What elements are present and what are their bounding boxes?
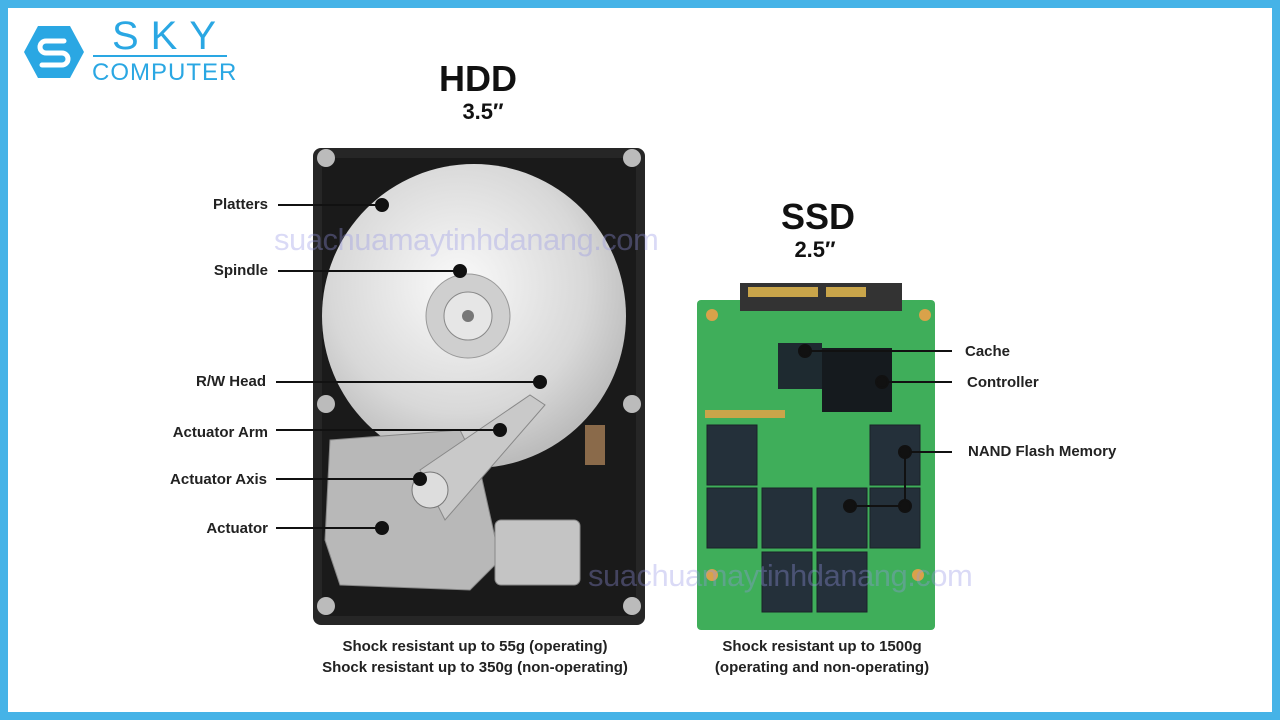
hdd-caption: Shock resistant up to 55g (operating) Sh… <box>275 636 675 678</box>
hdd-size: 3.5″ <box>462 99 504 124</box>
ssd-caption-line-2: (operating and non-operating) <box>714 659 930 676</box>
logo-divider <box>93 55 227 57</box>
label-platters: Platters <box>212 196 268 213</box>
logo-computer-text: COMPUTER <box>92 59 238 86</box>
logo-sky-text: SKY <box>112 14 229 58</box>
watermark: suachuamaytinhdanang.com <box>588 558 973 593</box>
label-actuator-arm: Actuator Arm <box>172 424 268 441</box>
label-cache: Cache <box>965 343 1011 360</box>
hdd-title: HDD <box>439 58 517 99</box>
label-controller: Controller <box>967 374 1039 391</box>
hdd-caption-line-1: Shock resistant up to 55g (operating) <box>342 638 608 655</box>
ssd-caption: Shock resistant up to 1500g (operating a… <box>622 636 1022 678</box>
label-actuator-axis: Actuator Axis <box>170 471 267 488</box>
label-actuator: Actuator <box>206 520 268 537</box>
watermark: suachuamaytinhdanang.com <box>274 222 659 257</box>
hdd-illustration <box>313 148 645 625</box>
ssd-title: SSD <box>780 196 856 237</box>
label-spindle: Spindle <box>213 262 268 279</box>
ssd-size: 2.5″ <box>794 237 836 262</box>
hdd-caption-line-2: Shock resistant up to 350g (non-operatin… <box>322 659 628 676</box>
label-nand-flash: NAND Flash Memory <box>968 443 1117 460</box>
ssd-caption-line-1: Shock resistant up to 1500g <box>722 638 922 655</box>
leader-lines <box>276 198 952 535</box>
logo-hexagon-icon <box>24 26 84 78</box>
label-rw-head: R/W Head <box>195 373 266 390</box>
